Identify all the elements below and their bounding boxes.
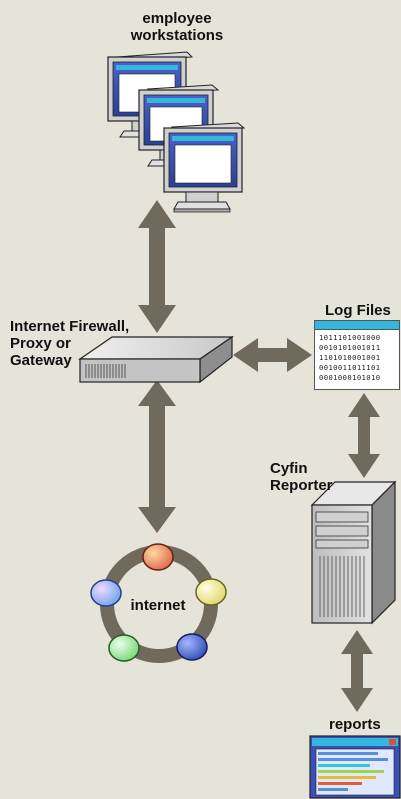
log-file-titlebar [315, 321, 399, 330]
arrow-logfiles-reporter [348, 393, 380, 478]
internet-cloud-icon [90, 543, 227, 663]
workstation-monitor-3 [163, 122, 246, 213]
firewall-label-line1: Internet Firewall, [10, 318, 130, 335]
log-line: 1011101001000 [319, 333, 381, 342]
internet-node-navy [176, 633, 208, 661]
internet-node-green [108, 634, 140, 662]
firewall-label: Internet Firewall, Proxy or Gateway [10, 318, 129, 369]
log-file-icon: 1011101001000 0010101001011 110101000100… [314, 320, 400, 390]
server-icon [310, 480, 397, 625]
log-files-label: Log Files [325, 302, 391, 319]
firewall-label-line3: Gateway [10, 352, 72, 369]
internet-node-blue [90, 579, 122, 607]
arrow-firewall-logfiles [233, 338, 312, 372]
firewall-label-line2: Proxy or [10, 335, 71, 352]
arrow-workstations-firewall [138, 200, 176, 333]
reporter-label: Cyfin Reporter [270, 460, 333, 494]
reporter-label-line1: Cyfin [270, 460, 308, 477]
reporter-label-line2: Reporter [270, 477, 333, 494]
internet-node-red [142, 543, 174, 571]
log-line: 1101010001001 [319, 353, 381, 362]
internet-label: internet [130, 597, 186, 614]
arrow-reporter-reports [341, 630, 373, 712]
workstations-label: employee workstations [112, 10, 242, 44]
reports-window-icon [309, 735, 401, 799]
workstations-label-line1: employee [142, 10, 212, 27]
arrows [138, 200, 380, 712]
arrow-firewall-internet [138, 380, 176, 533]
internet-node-yellow [195, 578, 227, 606]
firewall-device-icon [78, 335, 234, 384]
reports-label: reports [329, 716, 381, 733]
workstations-icon [107, 51, 246, 213]
workstations-label-line2: workstations [130, 27, 224, 44]
log-line: 0010101001011 [319, 343, 381, 352]
log-file-content: 1011101001000 0010101001011 110101000100… [315, 330, 399, 383]
log-line: 0001000101010 [319, 373, 381, 382]
log-line: 0010011011101 [319, 363, 381, 372]
